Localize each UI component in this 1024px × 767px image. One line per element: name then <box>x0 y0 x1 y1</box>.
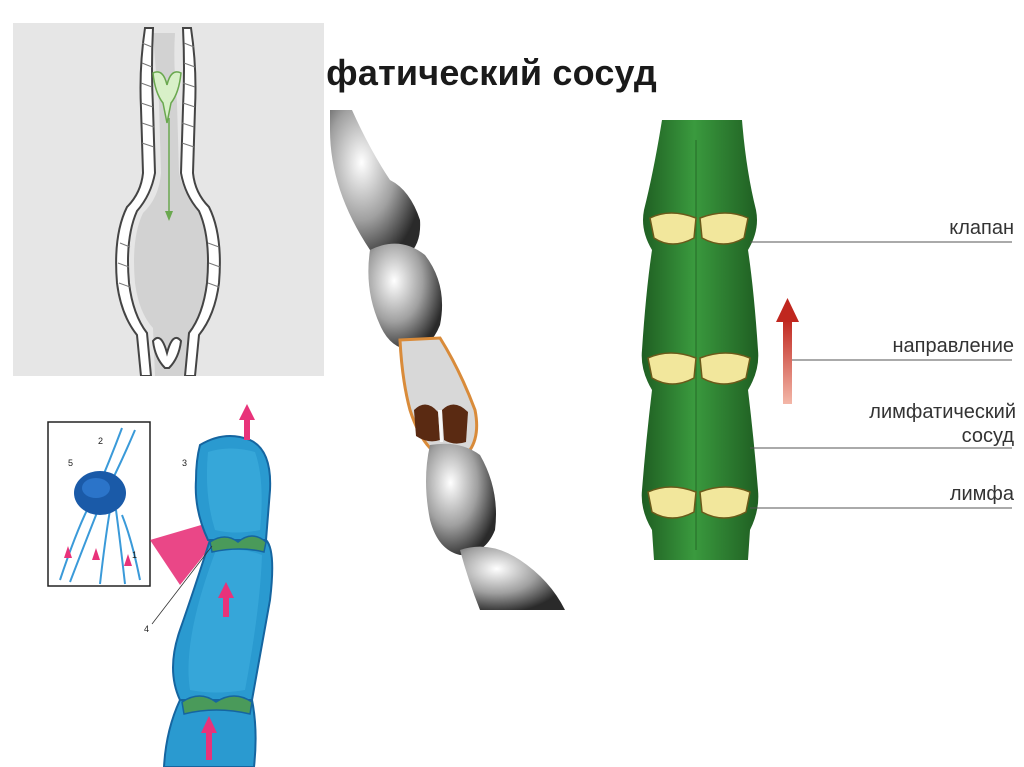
valve-pair-3 <box>647 486 751 519</box>
label-4: 4 <box>144 624 149 634</box>
label-vessel-line2: сосуд <box>962 425 1015 447</box>
labeled-vessel-figure: клапан направление лимфатический сосуд л… <box>641 120 1016 560</box>
blue-valve-top <box>209 535 267 553</box>
label-3: 3 <box>182 458 187 468</box>
label-direction: направление <box>892 335 1014 357</box>
direction-arrow <box>783 320 792 404</box>
label-vessel-line1: лимфатический <box>869 401 1016 423</box>
valve-pair-2 <box>647 352 751 385</box>
schematic-valve-top <box>152 71 182 124</box>
blue-vessel-figure: 2 5 1 3 4 <box>47 404 274 767</box>
valve-pair-1 <box>649 212 749 245</box>
schematic-vessel-figure <box>13 23 324 376</box>
label-lymph: лимфа <box>950 483 1015 505</box>
vessel-wall-right <box>179 27 221 376</box>
beaded-vessel-figure <box>330 110 565 610</box>
label-5: 5 <box>68 458 73 468</box>
label-2: 2 <box>98 436 103 446</box>
label-1: 1 <box>132 550 137 560</box>
label-valve: клапан <box>949 217 1014 239</box>
vessel-wall-left <box>115 27 157 376</box>
blue-valve-bottom <box>181 695 253 715</box>
schematic-valve-bottom <box>151 337 183 369</box>
